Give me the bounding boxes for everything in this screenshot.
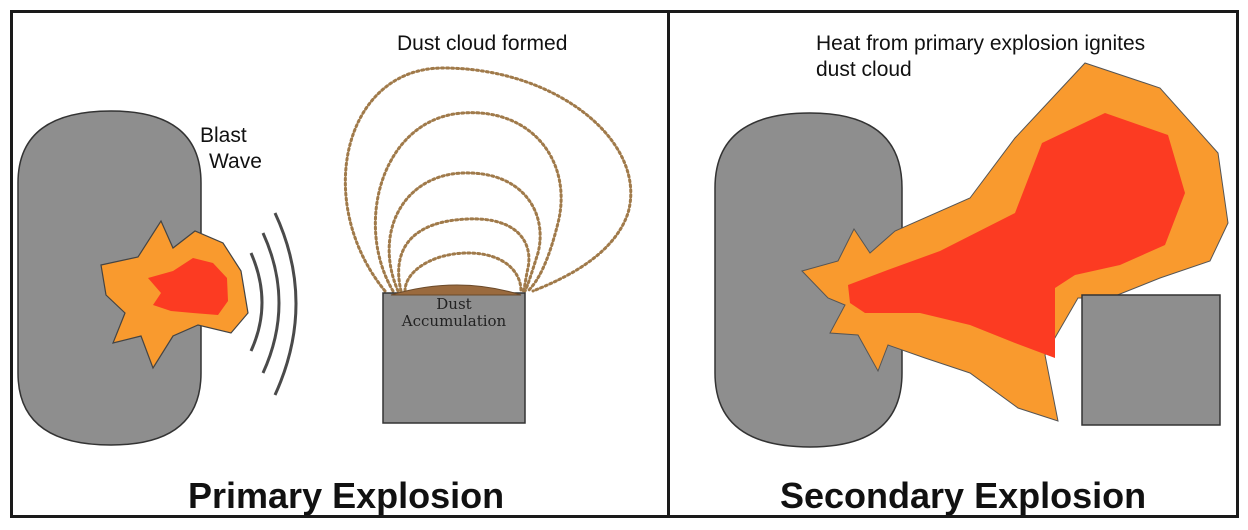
dust-pile xyxy=(390,284,522,296)
dust-cloud-arc-4 xyxy=(397,217,531,293)
blast-wave-label-line-1: Blast xyxy=(200,124,247,147)
primary-explosion-title: Primary Explosion xyxy=(188,475,505,516)
dust-cloud-arc-5 xyxy=(403,251,523,293)
secondary-explosion-title: Secondary Explosion xyxy=(780,475,1147,516)
primary-explosion-diagram xyxy=(17,66,633,446)
explosion-burst-inner xyxy=(148,258,228,315)
dust-accumulation-label: Dust Accumulation xyxy=(383,296,525,330)
dust-cloud-arc-1 xyxy=(343,66,633,293)
fire-plume-inner xyxy=(848,113,1185,358)
vessel-shape xyxy=(714,112,903,448)
dust-accumulation-box xyxy=(382,292,526,424)
blast-wave-arc-2 xyxy=(261,232,281,374)
secondary-explosion-panel: Heat from primary explosion ignites dust… xyxy=(667,10,1239,518)
primary-explosion-panel: Blast Wave Dust cloud formed Dust Accumu… xyxy=(10,10,670,518)
blast-wave-arc-1 xyxy=(249,252,264,352)
blast-wave-label-line-2: Wave xyxy=(209,150,262,173)
dust-cloud-arc-3 xyxy=(387,171,542,293)
dust-cloud xyxy=(343,66,633,293)
dust-box xyxy=(1081,294,1221,426)
secondary-explosion-diagram xyxy=(714,62,1229,448)
dust-accumulation-label-line-2: Accumulation xyxy=(401,312,507,330)
dust-cloud-label: Dust cloud formed xyxy=(397,32,568,55)
blast-wave-label: Blast Wave xyxy=(200,123,262,175)
heat-label-line-2: dust cloud xyxy=(816,58,912,81)
heat-label-line-1: Heat from primary explosion ignites xyxy=(816,32,1146,55)
dust-cloud-arc-2 xyxy=(373,111,563,293)
dust-accumulation-label-line-1: Dust xyxy=(436,295,472,313)
heat-label: Heat from primary explosion ignites dust… xyxy=(816,31,1145,83)
blast-wave-arc-3 xyxy=(273,212,298,396)
